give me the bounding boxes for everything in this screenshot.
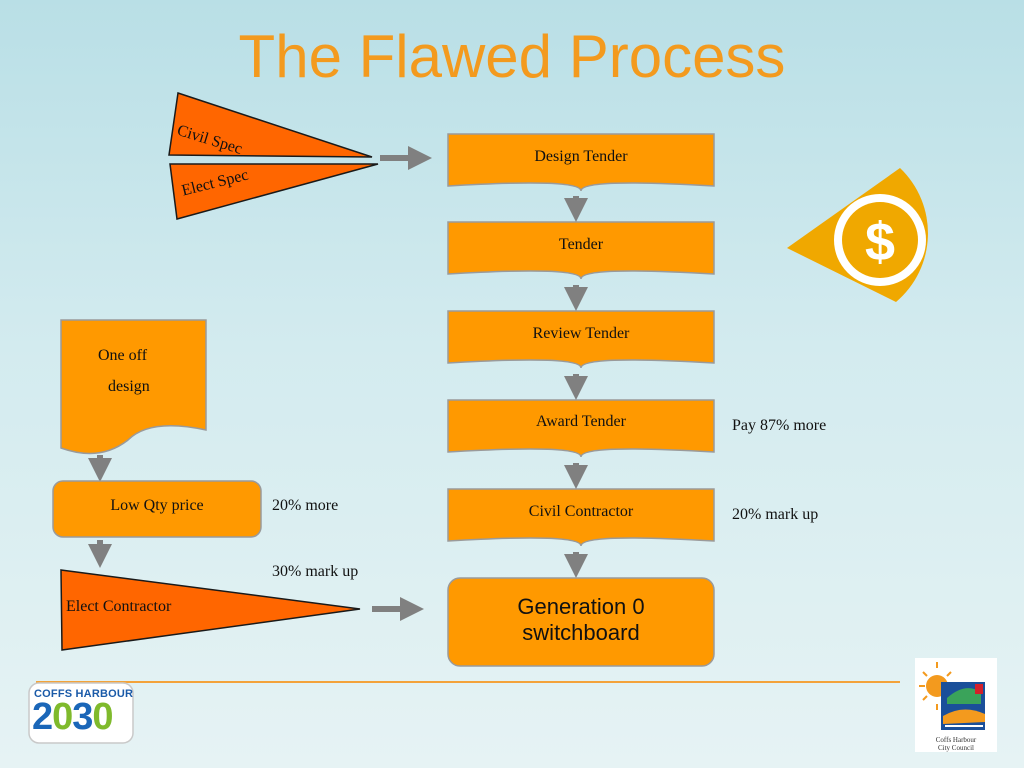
elect-contractor-label: Elect Contractor xyxy=(66,598,172,615)
step-label-design-tender: Design Tender xyxy=(534,148,628,165)
civil-spec-wedge xyxy=(168,92,373,158)
footer-rule xyxy=(36,681,900,683)
step-label-tender: Tender xyxy=(558,236,604,253)
step-label-civil-contractor: Civil Contractor xyxy=(528,503,634,520)
note-20-markup: 20% mark up xyxy=(732,506,819,523)
one-off-label: One off xyxy=(98,347,148,364)
note-pay-87-more: Pay 87% more xyxy=(732,417,827,434)
svg-text:$: $ xyxy=(865,212,895,272)
step-label-review-tender: Review Tender xyxy=(532,325,630,342)
one-off-design-doc xyxy=(60,319,207,455)
generation-0-line1: Generation 0 xyxy=(517,594,645,619)
council-name: Coffs Harbour City Council xyxy=(935,736,977,752)
step-box-review-tender xyxy=(447,310,715,369)
logo-city-name: COFFS HARBOUR xyxy=(34,688,134,700)
generation-0-label: Generation 0 switchboard xyxy=(448,594,714,646)
generation-0-line2: switchboard xyxy=(522,620,640,645)
note-30-markup: 30% mark up xyxy=(272,563,359,580)
slide-title: The Flawed Process xyxy=(238,23,786,90)
dollar-eye-icon: $ xyxy=(787,168,928,302)
elect-contractor-wedge xyxy=(60,569,361,651)
low-qty-price-label: Low Qty price xyxy=(110,497,204,514)
low-qty-price-box xyxy=(52,480,262,538)
step-box-award-tender xyxy=(447,399,715,458)
step-box-civil-contractor xyxy=(447,488,715,547)
step-box-design-tender xyxy=(447,133,715,192)
step-box-tender xyxy=(447,221,715,280)
design-label: design xyxy=(108,378,150,395)
logo-year: 2030 xyxy=(32,696,114,738)
step-label-award-tender: Award Tender xyxy=(536,413,626,430)
elect-spec-wedge xyxy=(169,163,379,220)
note-20-more: 20% more xyxy=(272,497,339,514)
city-council-logo: Coffs Harbour City Council xyxy=(915,658,997,752)
coffs-harbour-2030-logo: COFFS HARBOUR 2030 xyxy=(28,682,134,744)
generation-0-box xyxy=(447,577,715,667)
